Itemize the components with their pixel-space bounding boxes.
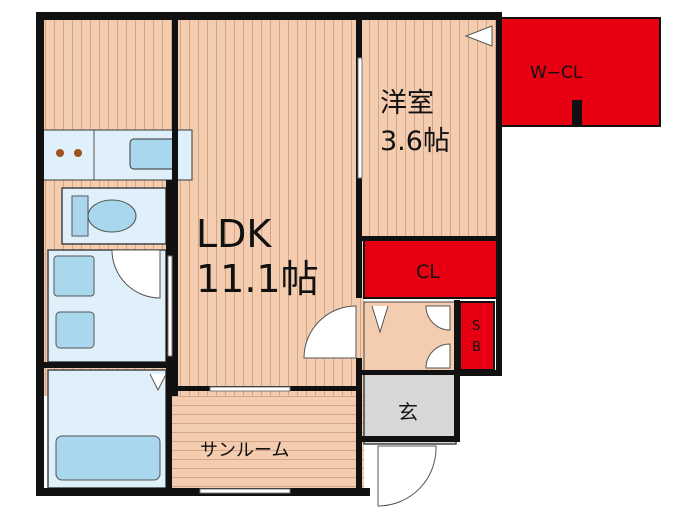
- kitchen-sink: [129, 138, 177, 170]
- shoe-box-label-top: S: [472, 319, 480, 334]
- stove-burner-left: [56, 149, 64, 157]
- hall-door-mark-left: [371, 305, 389, 334]
- toilet-tank: [71, 195, 89, 237]
- windows: [167, 57, 363, 494]
- sunroom-floor: [172, 396, 364, 490]
- western-room-door-mark: [464, 25, 493, 47]
- washroom-door-swing: [111, 249, 161, 299]
- bathtub: [55, 435, 161, 481]
- stove-burner-right: [74, 149, 82, 157]
- hall-door-swing-lower: [425, 343, 451, 369]
- closet-label: CL: [416, 261, 440, 283]
- hall-door-swing-right: [425, 305, 451, 331]
- toilet-bowl: [87, 199, 137, 233]
- shoe-box: [459, 301, 495, 371]
- sunroom-label: サンルーム: [200, 440, 289, 461]
- washing-machine: [53, 255, 95, 297]
- closet: [363, 239, 499, 299]
- western-room-name: 洋室: [380, 88, 434, 119]
- entrance: [363, 373, 457, 445]
- wash-basin: [55, 311, 95, 349]
- walk-in-closet-label: W−CL: [530, 63, 583, 83]
- ldk-name: LDK: [196, 212, 272, 256]
- shoe-box-label-bottom: B: [472, 340, 481, 355]
- front-door-swing: [377, 445, 437, 507]
- bath-door-mark: [149, 373, 167, 392]
- walk-in-closet-opening: [572, 100, 582, 126]
- entrance-label: 玄: [398, 400, 418, 424]
- ldk-door-swing: [303, 305, 357, 359]
- western-room-size: 3.6帖: [380, 126, 450, 157]
- western-room-floor: [364, 18, 500, 240]
- ldk-size: 11.1帖: [196, 257, 319, 301]
